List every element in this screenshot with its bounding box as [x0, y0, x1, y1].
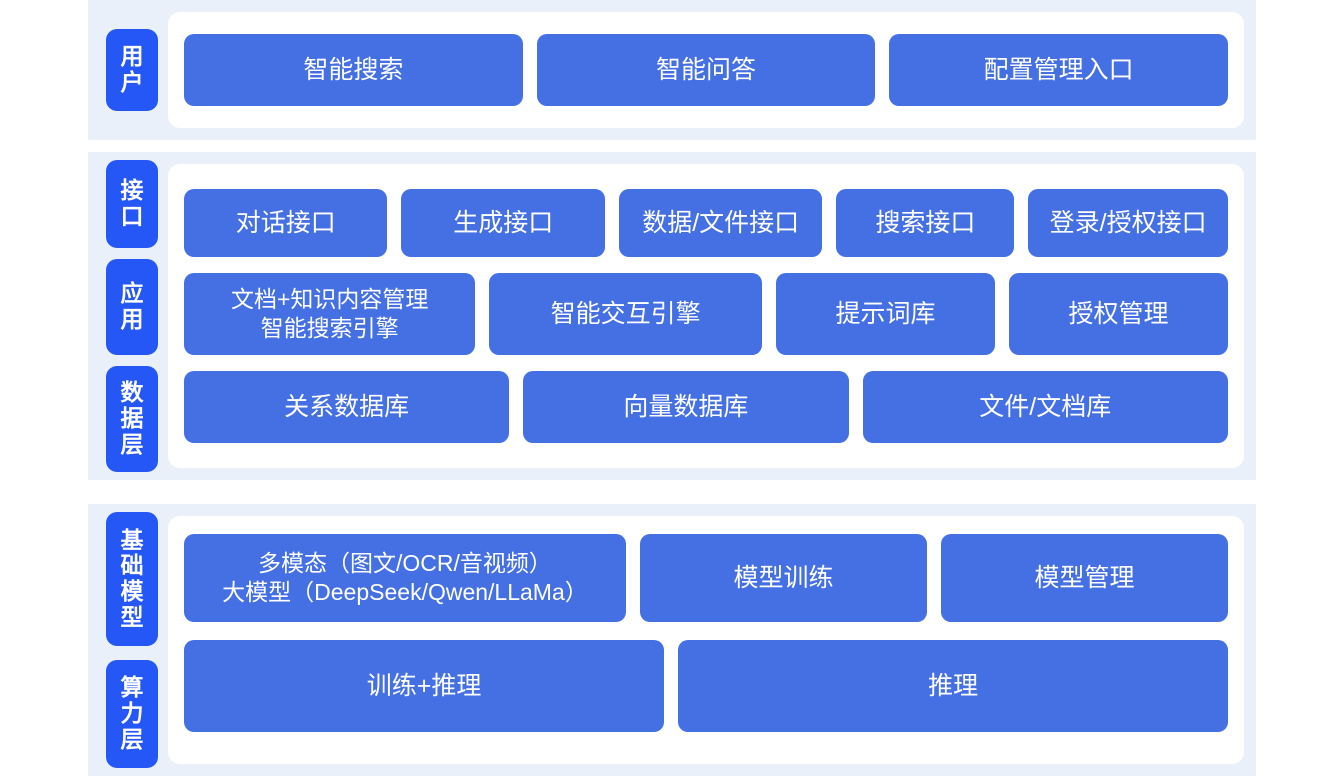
row-user-entries: 智能搜索 智能问答 配置管理入口: [184, 34, 1229, 106]
card-file-document-store[interactable]: 文件/文档库: [862, 371, 1228, 443]
row-compute-layer: 训练+推理 推理: [184, 640, 1228, 732]
row-data-layer: 关系数据库 向量数据库 文件/文档库: [184, 371, 1228, 443]
layer-tab-application-label: 应用: [120, 280, 144, 332]
card-model-training[interactable]: 模型训练: [639, 534, 927, 622]
card-smart-qa[interactable]: 智能问答: [536, 34, 876, 106]
card-relational-database[interactable]: 关系数据库: [184, 371, 510, 443]
panel-platform: 对话接口 生成接口 数据/文件接口 搜索接口 登录/授权接口 文档+知识内容管理…: [168, 164, 1244, 468]
layer-tab-data[interactable]: 数据层: [106, 366, 158, 472]
card-inference[interactable]: 推理: [678, 640, 1228, 732]
tab-column-platform: 接口 应用 数据层: [88, 152, 158, 480]
layer-tab-foundation-model-label: 基础模型: [120, 526, 144, 630]
panel-infrastructure: 多模态（图文/OCR/音视频） 大模型（DeepSeek/Qwen/LLaMa）…: [168, 516, 1244, 764]
section-platform: 接口 应用 数据层 对话接口 生成接口 数据/文件接口 搜索接口 登录/授权接口…: [88, 152, 1256, 480]
layer-tab-application[interactable]: 应用: [106, 259, 158, 355]
section-user: 用户 智能搜索 智能问答 配置管理入口: [88, 0, 1256, 140]
card-search-api[interactable]: 搜索接口: [836, 189, 1015, 257]
card-authorization-management[interactable]: 授权管理: [1009, 273, 1228, 355]
layer-tab-interface[interactable]: 接口: [106, 160, 158, 248]
card-vector-database[interactable]: 向量数据库: [523, 371, 849, 443]
card-model-management[interactable]: 模型管理: [940, 534, 1229, 622]
section-infrastructure: 基础模型 算力层 多模态（图文/OCR/音视频） 大模型（DeepSeek/Qw…: [88, 504, 1256, 776]
card-training-inference[interactable]: 训练+推理: [184, 640, 665, 732]
row-application-layer: 文档+知识内容管理 智能搜索引擎 智能交互引擎 提示词库 授权管理: [184, 273, 1228, 355]
card-login-auth-api[interactable]: 登录/授权接口: [1028, 189, 1229, 257]
row-interface-layer: 对话接口 生成接口 数据/文件接口 搜索接口 登录/授权接口: [184, 189, 1229, 257]
card-generation-api[interactable]: 生成接口: [401, 189, 605, 257]
tab-column-user: 用户: [88, 0, 158, 140]
card-dialog-api[interactable]: 对话接口: [184, 189, 388, 257]
card-smart-search[interactable]: 智能搜索: [184, 34, 523, 106]
panel-user: 智能搜索 智能问答 配置管理入口: [168, 12, 1244, 128]
layer-tab-user-label: 用户: [120, 43, 144, 95]
layer-tab-interface-label: 接口: [120, 177, 144, 229]
layer-tab-compute[interactable]: 算力层: [106, 660, 158, 768]
tab-column-infrastructure: 基础模型 算力层: [88, 504, 158, 776]
layer-tab-foundation-model[interactable]: 基础模型: [106, 512, 158, 646]
layer-tab-compute-label: 算力层: [120, 674, 144, 752]
row-foundation-model-layer: 多模态（图文/OCR/音视频） 大模型（DeepSeek/Qwen/LLaMa）…: [184, 534, 1229, 622]
layer-tab-data-label: 数据层: [120, 379, 144, 457]
card-multimodal-large-model[interactable]: 多模态（图文/OCR/音视频） 大模型（DeepSeek/Qwen/LLaMa）: [184, 534, 626, 622]
card-config-management-entry[interactable]: 配置管理入口: [889, 34, 1229, 106]
card-prompt-library[interactable]: 提示词库: [776, 273, 995, 355]
card-smart-interaction-engine[interactable]: 智能交互引擎: [489, 273, 762, 355]
card-document-knowledge-management[interactable]: 文档+知识内容管理 智能搜索引擎: [184, 273, 476, 355]
card-data-file-api[interactable]: 数据/文件接口: [618, 189, 823, 257]
layer-tab-user[interactable]: 用户: [106, 29, 158, 111]
